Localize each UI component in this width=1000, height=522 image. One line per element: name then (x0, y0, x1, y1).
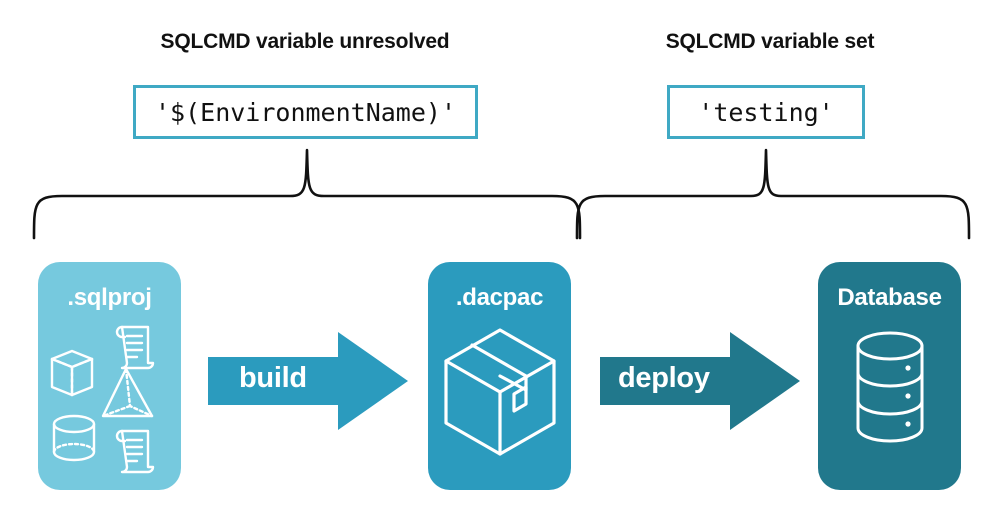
arrow-deploy-label: deploy (618, 362, 710, 394)
arrow-deploy-icon (600, 332, 800, 435)
database-cylinder-icon (818, 314, 961, 484)
value-box-unresolved: '$(EnvironmentName)' (133, 85, 478, 139)
value-box-set: 'testing' (667, 85, 865, 139)
arrow-build-icon (208, 332, 408, 435)
stage-card-sqlproj[interactable]: .sqlproj (38, 262, 181, 490)
stage-card-dacpac-label: .dacpac (455, 284, 544, 311)
arrow-build-label: build (239, 362, 307, 394)
section-title-left: SQLCMD variable unresolved (160, 30, 450, 53)
brace-left-icon (20, 148, 595, 245)
stage-card-database-label: Database (837, 284, 942, 311)
shapes-and-scripts-icon (38, 314, 181, 484)
stage-card-sqlproj-label: .sqlproj (67, 284, 152, 311)
stage-card-database[interactable]: Database (818, 262, 961, 490)
section-title-right: SQLCMD variable set (665, 30, 875, 53)
stage-card-dacpac[interactable]: .dacpac (428, 262, 571, 490)
package-box-icon (428, 314, 571, 484)
brace-right-icon (565, 148, 985, 245)
